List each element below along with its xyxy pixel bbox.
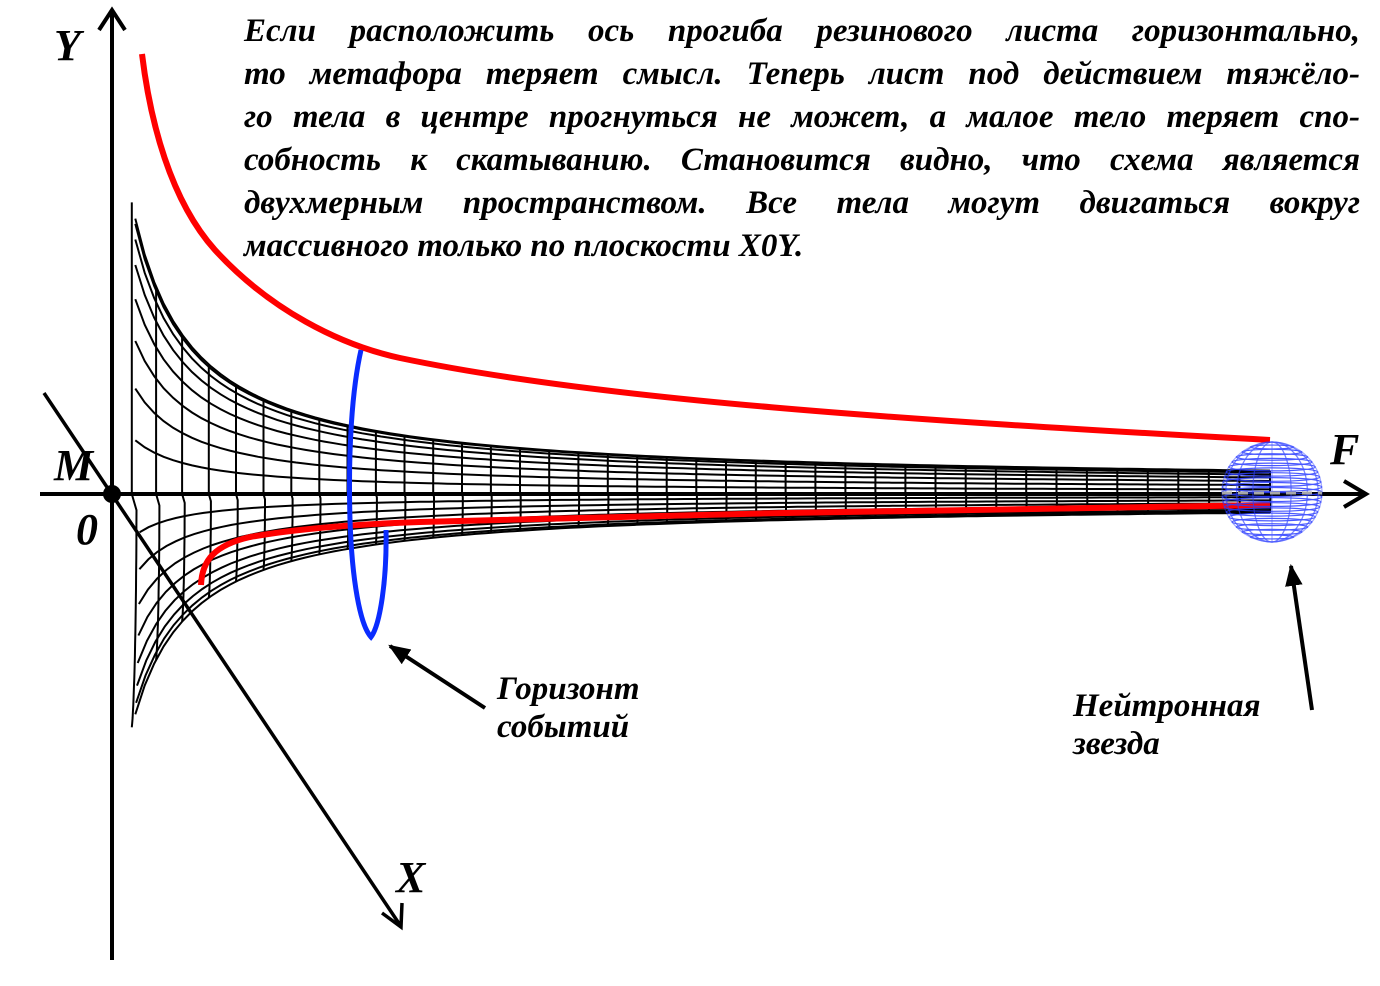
x-axis-label: X — [396, 853, 426, 902]
event-horizon-label-line1: Горизонт — [497, 671, 640, 707]
caption-line: двухмерным пространством. Все тела могут… — [244, 185, 1360, 221]
neutron-star-label-line2: звезда — [1073, 726, 1160, 762]
f-axis-label: F — [1330, 425, 1360, 474]
event-horizon-loop — [347, 349, 389, 641]
neutron-star-label: Нейтронная звезда — [1073, 687, 1260, 763]
event-horizon-pointer-arrow — [388, 644, 487, 710]
caption-line: Если расположить ось прогиба резинового … — [244, 13, 1360, 49]
f-axis — [40, 479, 1370, 509]
mesh-grid — [130, 202, 1272, 728]
event-horizon-label: Горизонт событий — [497, 670, 640, 746]
caption-line: собность к скатыванию. Становится видно,… — [244, 142, 1360, 178]
neutron-star-label-line1: Нейтронная — [1073, 688, 1261, 724]
x-axis — [42, 392, 404, 931]
event-horizon-label-line2: событий — [497, 709, 630, 745]
lower-profile-curve — [198, 502, 1271, 586]
origin-label: 0 — [76, 505, 98, 554]
mass-point — [103, 485, 121, 503]
neutron-star-pointer-arrow — [1285, 563, 1314, 711]
caption-line: го тела в центре прогнуться не может, а … — [244, 99, 1360, 135]
description-caption: Если расположить ось прогиба резинового … — [244, 10, 1360, 268]
y-axis-label: Y — [54, 21, 81, 70]
caption-line: массивного только по плоскости X0Y. — [244, 228, 804, 264]
upper-profile-curve — [139, 53, 1271, 443]
caption-line: то метафора теряет смысл. Теперь лист по… — [244, 56, 1360, 92]
mass-label: M — [54, 441, 94, 490]
